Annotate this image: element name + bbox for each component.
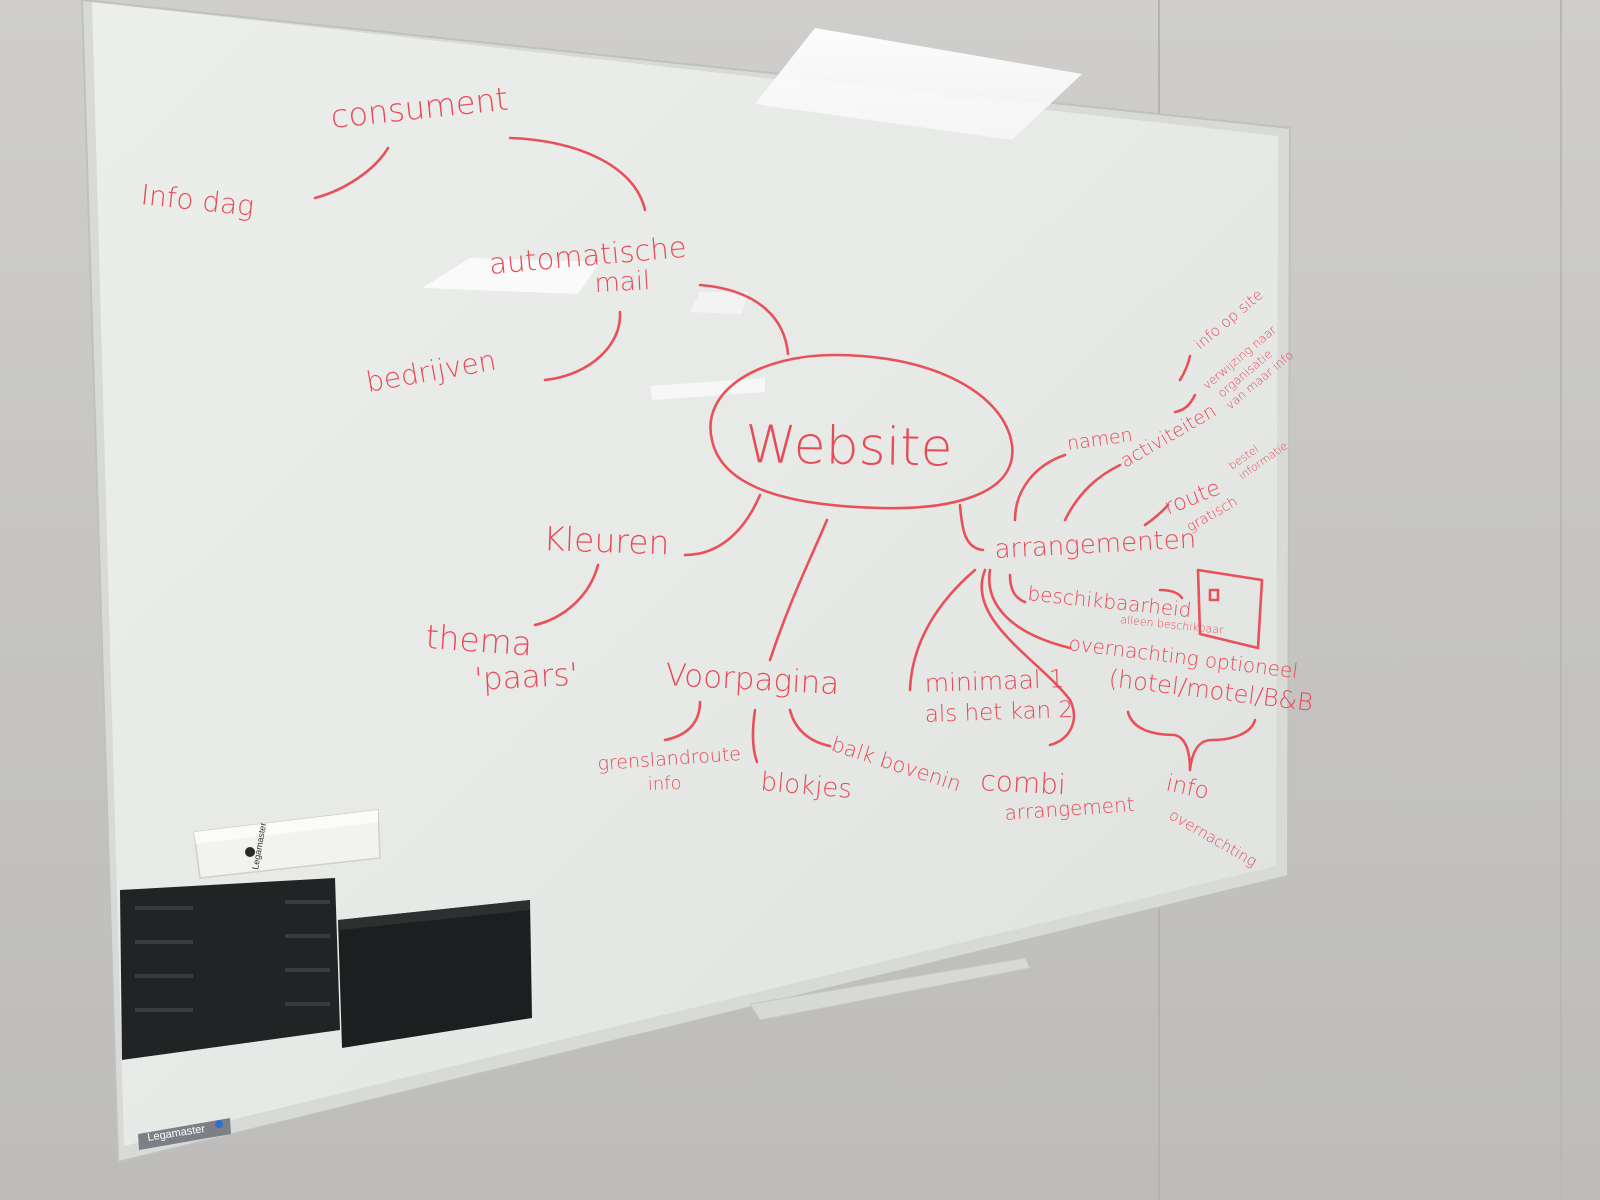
eraser: Legamaster bbox=[193, 809, 381, 879]
label-als-het-kan-2: als het kan 2 bbox=[924, 697, 1073, 728]
light-reflection bbox=[755, 28, 1082, 140]
board-surface bbox=[92, 2, 1278, 1146]
label-grenslandroute-info: info bbox=[647, 773, 681, 795]
light-reflection bbox=[422, 258, 600, 294]
mindmap-connectors bbox=[313, 136, 1257, 772]
label-combi: combi bbox=[980, 764, 1067, 801]
label-thema: thema bbox=[424, 617, 533, 663]
label-paars: 'paars' bbox=[474, 657, 579, 698]
wall-seam bbox=[1560, 0, 1562, 1200]
label-mail: mail bbox=[594, 266, 651, 299]
label-minimaal-1: minimaal 1 bbox=[924, 664, 1065, 698]
light-reflection bbox=[690, 292, 748, 314]
label-website: Website bbox=[745, 415, 953, 479]
pen-tray bbox=[749, 957, 1031, 1021]
calendar-sketch bbox=[1196, 568, 1264, 650]
marker-holder bbox=[120, 878, 532, 1060]
label-kleuren: Kleuren bbox=[543, 519, 670, 562]
